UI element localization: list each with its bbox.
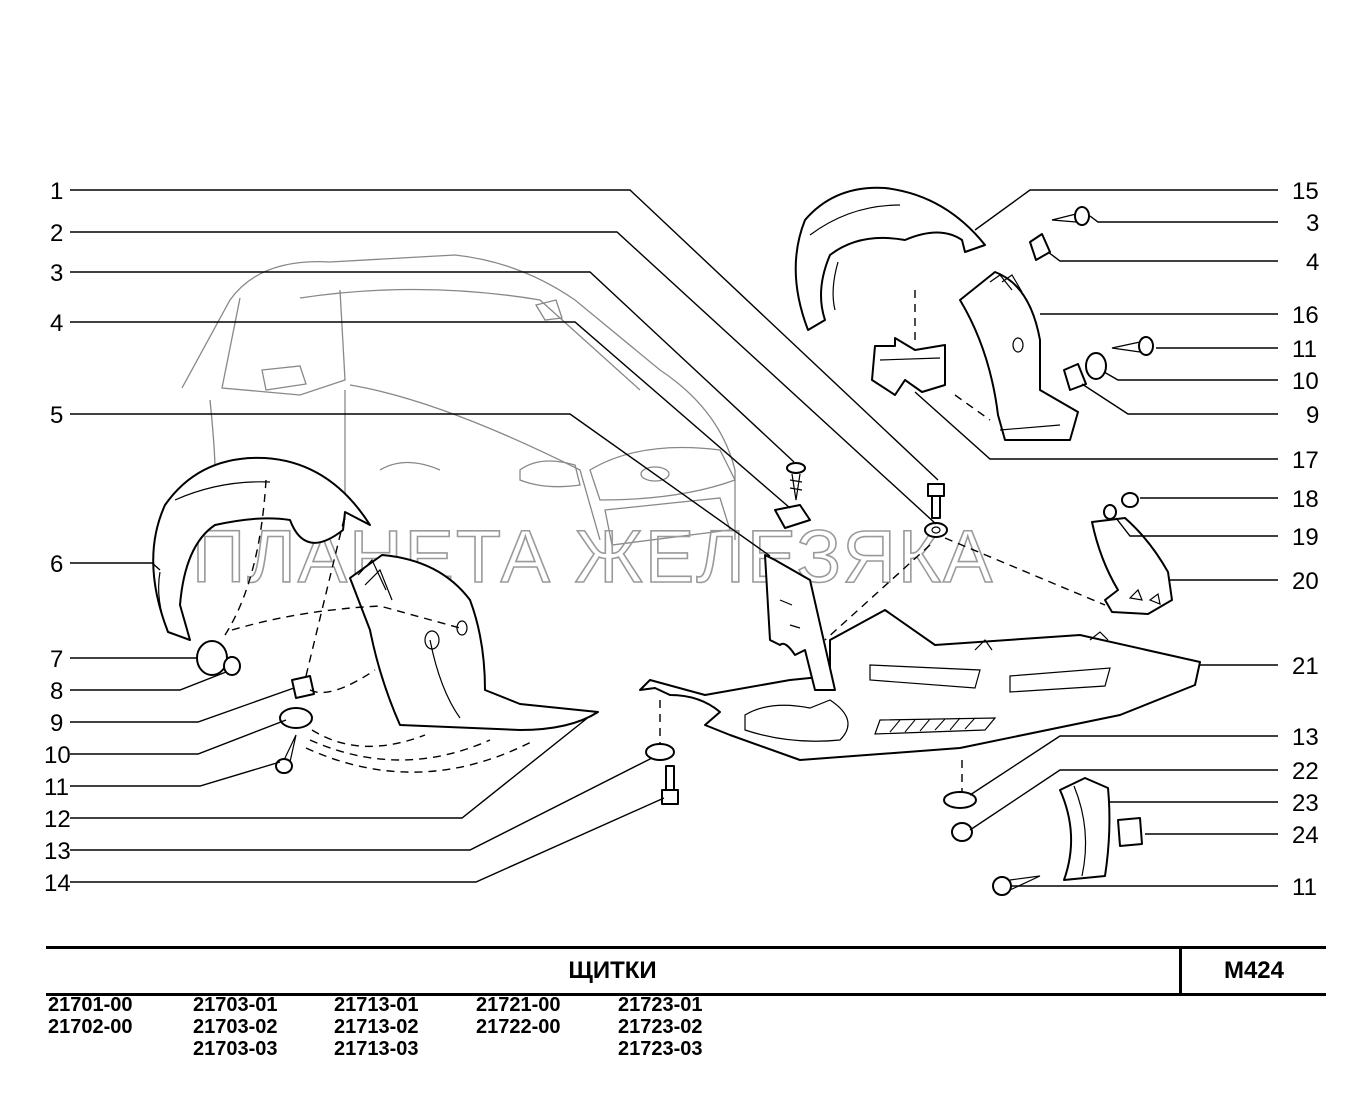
part-16-wheel-arch-liner [959,271,1079,441]
callout-6: 6 [50,551,63,578]
callout-4-right: 4 [1306,249,1319,276]
part-20-shield [1091,517,1173,615]
callout-3-right: 3 [1306,210,1319,237]
part-17-bracket [871,337,946,396]
fastener-clip-24 [1117,817,1143,847]
callout-22: 22 [1292,758,1319,785]
fastener-washer-7 [196,640,228,676]
fastener-washer-10-right [1085,352,1107,380]
callout-3: 3 [50,260,63,287]
callout-9-right: 9 [1306,402,1319,429]
callout-19: 19 [1292,524,1319,551]
fastener-clip-9-left [291,675,315,699]
model-code: 21723-01 [618,994,703,1016]
model-code: 21703-03 [193,1038,278,1060]
fastener-nut-18 [1121,492,1139,508]
part-12-wheel-arch-liner [349,554,599,731]
callout-10-right: 10 [1292,368,1319,395]
model-code: 21701-00 [48,994,133,1016]
fastener-washer-13-left [645,743,675,761]
part-23-bracket [1059,777,1111,881]
callout-20: 20 [1292,568,1319,595]
fastener-clip-4-left [774,504,811,529]
callout-13: 13 [44,838,71,865]
callout-21: 21 [1292,653,1319,680]
callout-4: 4 [50,310,63,337]
fastener-screw-3-left [786,462,806,501]
callout-11-right-top: 11 [1292,336,1317,363]
model-code: 21703-02 [193,1016,278,1038]
model-code: 21723-03 [618,1038,703,1060]
callout-13-right: 13 [1292,724,1319,751]
callout-14: 14 [44,870,71,897]
callout-24: 24 [1292,822,1319,849]
callout-16: 16 [1292,302,1319,329]
fastener-screw-11-right-top [1111,336,1154,356]
part-5-bracket [764,554,836,691]
fastener-nut-8 [223,656,241,676]
callout-11: 11 [44,774,69,801]
callouts-left: 1 2 3 4 5 6 7 8 9 10 11 12 13 14 [44,178,71,897]
model-code: 21723-02 [618,1016,703,1038]
model-code: 21713-02 [334,1016,419,1038]
fastener-washer-10-left [279,707,313,729]
part-6-wheel-arch-liner [152,456,371,641]
fastener-nut-22 [951,822,973,842]
callout-5: 5 [50,402,63,429]
callout-11-right-bottom: 11 [1292,874,1317,901]
fastener-washer-13-right [943,791,977,809]
assembly-lines [224,290,1106,792]
fastener-washer-19 [1103,504,1117,520]
title-block: ЩИТКИ M424 [46,946,1326,996]
callout-18: 18 [1292,486,1319,513]
fastener-bolt-14 [661,765,679,805]
callout-15: 15 [1292,178,1319,205]
callout-23: 23 [1292,790,1319,817]
diagram-title: ЩИТКИ [568,957,657,984]
model-code: 21722-00 [476,1016,561,1038]
callout-12: 12 [44,806,71,833]
callouts-right: 15 3 4 16 11 10 9 17 18 19 20 21 13 22 2… [1292,178,1319,901]
callout-7: 7 [50,646,63,673]
fastener-screw-3-right [1051,206,1090,226]
fastener-clip-4-right [1029,233,1051,261]
callout-1: 1 [50,178,63,205]
callout-8: 8 [50,678,63,705]
model-code: 21713-03 [334,1038,419,1060]
model-code: 21702-00 [48,1016,133,1038]
callout-10: 10 [44,742,71,769]
fastener-screw-11-left [275,734,297,774]
fastener-washer-2 [924,522,948,538]
callout-2: 2 [50,220,63,247]
callout-17: 17 [1292,447,1319,474]
diagram-code: M424 [1179,949,1326,993]
model-code: 21713-01 [334,994,419,1016]
fastener-bolt-1 [927,483,945,519]
leader-lines [70,189,1278,887]
model-code: 21721-00 [476,994,561,1016]
callout-9: 9 [50,710,63,737]
fastener-clip-9-right [1063,363,1087,391]
part-21-splash-shield [639,609,1201,761]
part-15-wheel-arch-liner [794,186,986,331]
model-code: 21703-01 [193,994,278,1016]
parts-diagram: ПЛАНЕТА ЖЕЛЕЗЯКА [44,178,1319,901]
